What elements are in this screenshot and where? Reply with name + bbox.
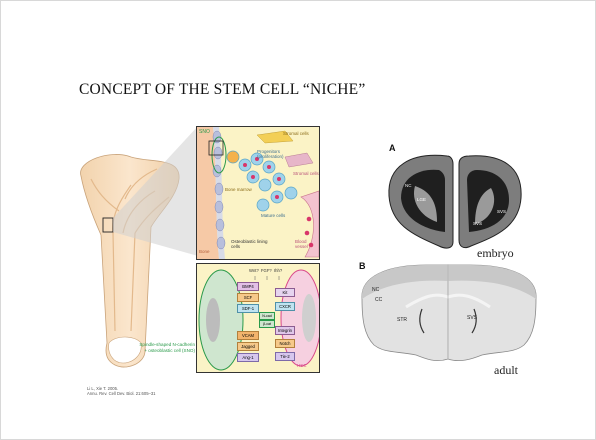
ligand-fgf: FGF? [261,268,272,273]
niche-figure-top: SNO Stromal cells Progenitors (prolifera… [196,126,320,260]
label-stromal-top: Stromal cells [283,131,315,136]
brain-panel-adult [356,259,541,364]
slide-title: CONCEPT OF THE STEM CELL “NICHE” [79,81,365,99]
brain-b-label-nc: NC [372,287,379,293]
ligand-wnt: Wnt? [249,268,259,273]
label-stromal-right: Stromal cells [293,171,319,176]
niche-figure-bottom: Wnt? FGF? Ihh? BMP4 SCF SDF-1 Jagged VCA… [196,263,320,373]
label-bone: Bone [199,249,210,254]
label-bone-marrow: Bone marrow [225,187,255,192]
receptor-integrin: Integrin [275,326,295,335]
citation: Li L, Xie T. 2005. Annu. Rev. Cell Dev. … [87,386,156,397]
brain-panel-embryo [381,146,531,251]
brain-a-label-lge: LGE [417,197,426,202]
signal-beta-cat: β-cat [259,320,275,328]
signal-sdf1: SDF-1 [237,304,259,313]
label-osteoblastic-lining: Osteoblastic lining cells [231,239,271,249]
label-progenitors: Progenitors (proliferation) [257,149,305,159]
brain-b-label-svs: SVS [467,315,477,321]
panel-label-b: B [359,261,366,271]
brain-b-label-str: STR [397,317,407,323]
signal-jagged: Jagged [237,342,259,351]
ligand-ihh: Ihh? [274,268,282,273]
signal-scf: SCF [237,293,259,302]
label-hsc: HSC [297,363,307,368]
brain-a-label-nc: NC [405,183,412,188]
label-sno: SNO [199,129,210,135]
brain-a-label-svs-1: SVS [473,221,482,226]
receptor-tie2: Tie-2 [275,352,295,361]
caption-adult: adult [494,363,518,378]
label-sno-description: Spindle-shaped N-cadherin + osteoblastic… [137,342,195,353]
receptor-notch: Notch [275,339,295,348]
panel-label-a: A [389,143,396,153]
signal-ang1: Ang-1 [237,353,259,362]
citation-line-2: Annu. Rev. Cell Dev. Biol. 21:605–31 [87,391,156,396]
receptor-cxcr: CXCR [275,302,295,311]
receptor-kit: Kit [275,288,295,297]
signal-bmp4: BMP4 [237,282,259,291]
signal-n-cad: N-cad [259,312,275,320]
zoom-wedge [113,126,198,256]
label-mature-cells: Mature cells [261,213,291,218]
label-blood-vessel: Blood vessel [295,239,319,249]
brain-b-label-cc: CC [375,297,382,303]
brain-a-label-svs-2: SVS [497,209,506,214]
signal-vcam: VCAM [237,331,259,340]
